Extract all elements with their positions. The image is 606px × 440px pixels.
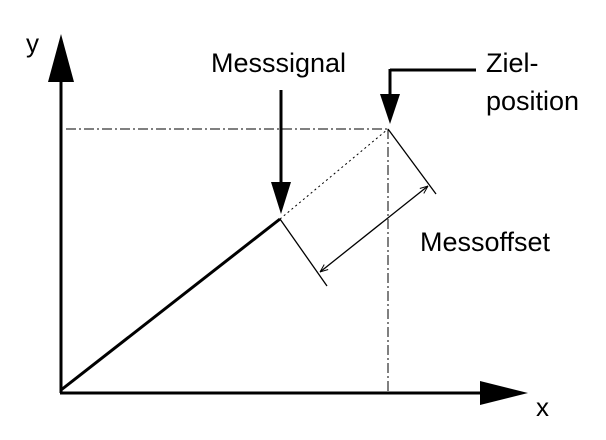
- offset-extension-line-start: [279, 218, 328, 287]
- measured-signal-line: [60, 217, 281, 392]
- messsignal-pointer-arrowhead: [271, 182, 291, 214]
- offset-extension-line-end: [387, 128, 437, 195]
- y-axis-label: y: [26, 28, 39, 58]
- messoffset-label: Messoffset: [420, 227, 551, 257]
- x-axis-arrowhead: [480, 381, 528, 405]
- offset-dimension-arrow: [320, 186, 428, 272]
- messsignal-label: Messsignal: [211, 48, 346, 78]
- zielposition-label-line2: position: [486, 86, 579, 116]
- zielposition-pointer-arrowhead: [380, 94, 400, 124]
- zielposition-label-line1: Ziel-: [486, 48, 539, 78]
- y-axis-arrowhead: [48, 34, 74, 82]
- signal-extension-line: [279, 128, 389, 220]
- x-axis-label: x: [536, 392, 549, 422]
